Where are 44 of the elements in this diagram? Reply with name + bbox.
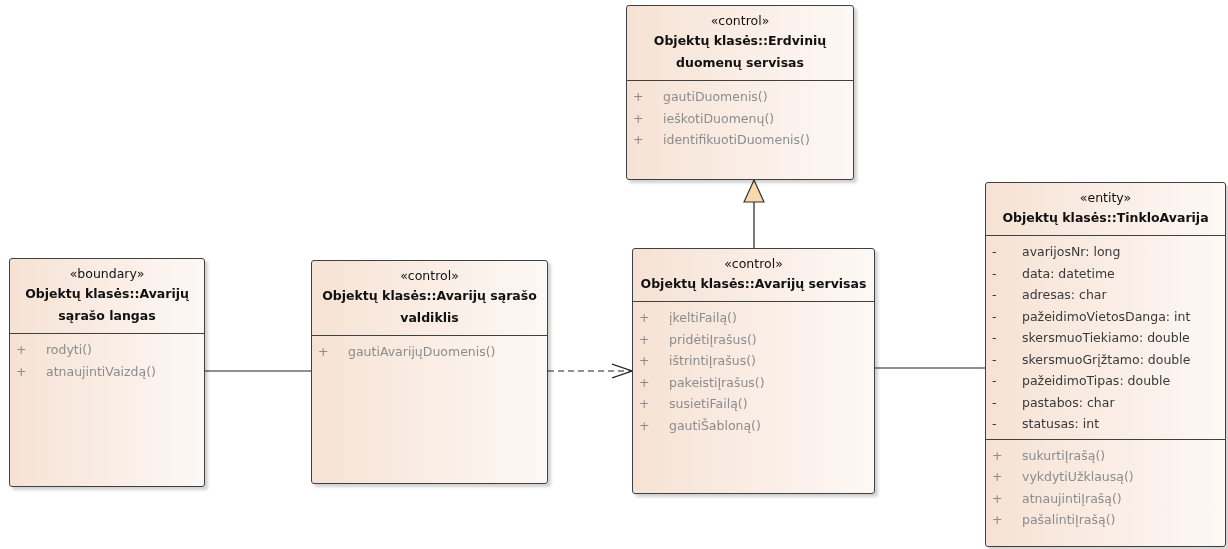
operation-text: + identifikuotiDuomenis() <box>632 131 811 149</box>
stereotype-label: «boundary» <box>68 265 146 283</box>
class-box <box>9 258 205 487</box>
stereotype-label: «control» <box>723 255 784 273</box>
stereotype-label: «control» <box>709 12 771 30</box>
association-line <box>204 370 312 372</box>
operation-text: + pašalintiĮrašą() <box>991 511 1117 529</box>
operation-text: + atnaujintiĮrašą() <box>991 489 1123 508</box>
class-name: Objektų klasės::TinkloAvarija <box>1001 209 1210 227</box>
attribute-text: - adresas: char <box>991 286 1108 304</box>
attribute-text: - pastabos: char <box>991 393 1116 412</box>
operation-text: + gautiŠabloną() <box>638 416 762 435</box>
operation-text: + pakeistiĮrašus() <box>638 373 766 392</box>
attribute-text: - pažeidimoTipas: double <box>991 372 1172 390</box>
operation-text: + įkeltiFailą() <box>638 309 738 327</box>
attribute-text: - data: datetime <box>991 264 1116 283</box>
attribute-text: - skersmuoTiekiamo: double <box>991 329 1191 347</box>
operation-text: + rodyti() <box>15 341 93 359</box>
attribute-text: - skersmuoGrįžtamo: double <box>991 350 1192 369</box>
operation-text: + atnaujintiVaizdą() <box>15 362 157 381</box>
class-box <box>632 248 875 494</box>
class-name: Objektų klasės::Avarijų sąrašo langas <box>24 285 190 325</box>
operation-text: + pridėtiĮrašus() <box>638 330 758 349</box>
attribute-text: - pažeidimoVietosDanga: int <box>991 307 1192 326</box>
class-name: Objektų klasės::Avarijų sąrašo valdiklis <box>321 287 538 327</box>
operation-text: + sukurtiĮrašą() <box>991 446 1107 465</box>
class-name: Objektų klasės::Erdvinių duomenų servisas <box>652 32 828 72</box>
operation-text: + ištrintiĮrašus() <box>638 352 757 370</box>
class-box <box>311 260 548 484</box>
operation-text: + gautiAvarijųDuomenis() <box>317 343 497 361</box>
operation-text: + ieškotiDuomenų() <box>632 109 776 128</box>
stereotype-label: «control» <box>399 267 460 285</box>
stereotype-label: «entity» <box>1078 189 1133 207</box>
attribute-text: - statusas: int <box>991 415 1101 433</box>
operation-text: + gautiDuomenis() <box>632 88 769 106</box>
class-box <box>985 182 1226 547</box>
association-line <box>874 367 986 369</box>
operation-text: + susietiFailą() <box>638 395 749 413</box>
operation-text: + vykdytiUžklausą() <box>991 468 1135 486</box>
class-box <box>626 5 854 180</box>
dependency-arrow <box>547 363 633 379</box>
attribute-text: - avarijosNr: long <box>991 243 1122 261</box>
class-name: Objektų klasės::Avarijų servisas <box>639 275 868 293</box>
generalization-arrow <box>743 179 765 249</box>
